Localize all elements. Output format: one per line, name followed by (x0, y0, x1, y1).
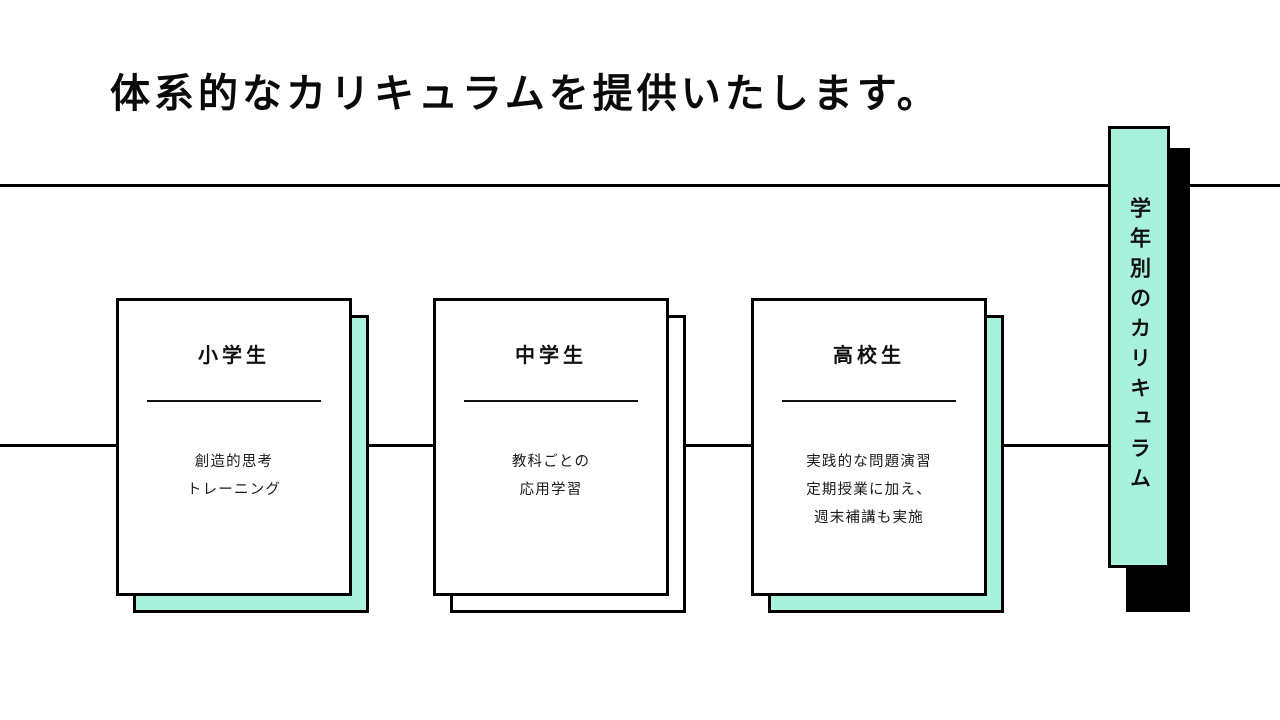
card-title: 中学生 (515, 345, 587, 367)
card-juniorhigh[interactable]: 中学生 教科ごとの 応用学習 (433, 298, 669, 596)
card-divider (782, 400, 956, 402)
horizontal-rule-top-left (0, 184, 1108, 187)
horizontal-rule-mid-seg-1 (0, 444, 116, 447)
card-body-line: 週末補講も実施 (814, 510, 924, 526)
card-body-line: トレーニング (186, 482, 282, 498)
card-body-line: 教科ごとの (511, 454, 591, 470)
card-body: 実践的な問題演習 定期授業に加え、 週末補講も実施 (754, 448, 984, 532)
card-divider (464, 400, 638, 402)
card-group-elementary: 小学生 創造的思考 トレーニング (116, 298, 369, 613)
vertical-ribbon-label: 学年別のカリキュラム (1127, 197, 1151, 497)
card-divider (147, 400, 321, 402)
horizontal-rule-mid-seg-3 (686, 444, 751, 447)
card-body-line: 実践的な問題演習 (806, 454, 932, 470)
card-body: 教科ごとの 応用学習 (436, 448, 666, 504)
vertical-ribbon: 学年別のカリキュラム (1108, 126, 1170, 568)
card-body-line: 創造的思考 (194, 454, 274, 470)
card-body: 創造的思考 トレーニング (119, 448, 349, 504)
card-elementary[interactable]: 小学生 創造的思考 トレーニング (116, 298, 352, 596)
page-title: 体系的なカリキュラムを提供いたします。 (110, 71, 941, 116)
card-group-juniorhigh: 中学生 教科ごとの 応用学習 (433, 298, 686, 613)
horizontal-rule-mid-seg-2 (369, 444, 433, 447)
card-body-line: 応用学習 (519, 482, 583, 498)
vertical-ribbon-group: 学年別のカリキュラム (1108, 126, 1190, 612)
card-highschool[interactable]: 高校生 実践的な問題演習 定期授業に加え、 週末補講も実施 (751, 298, 987, 596)
card-group-highschool: 高校生 実践的な問題演習 定期授業に加え、 週末補講も実施 (751, 298, 1004, 613)
card-title: 小学生 (198, 345, 270, 367)
card-body-line: 定期授業に加え、 (806, 482, 932, 498)
horizontal-rule-top-right (1190, 184, 1280, 187)
card-title: 高校生 (833, 345, 905, 367)
horizontal-rule-mid-seg-4 (1004, 444, 1108, 447)
